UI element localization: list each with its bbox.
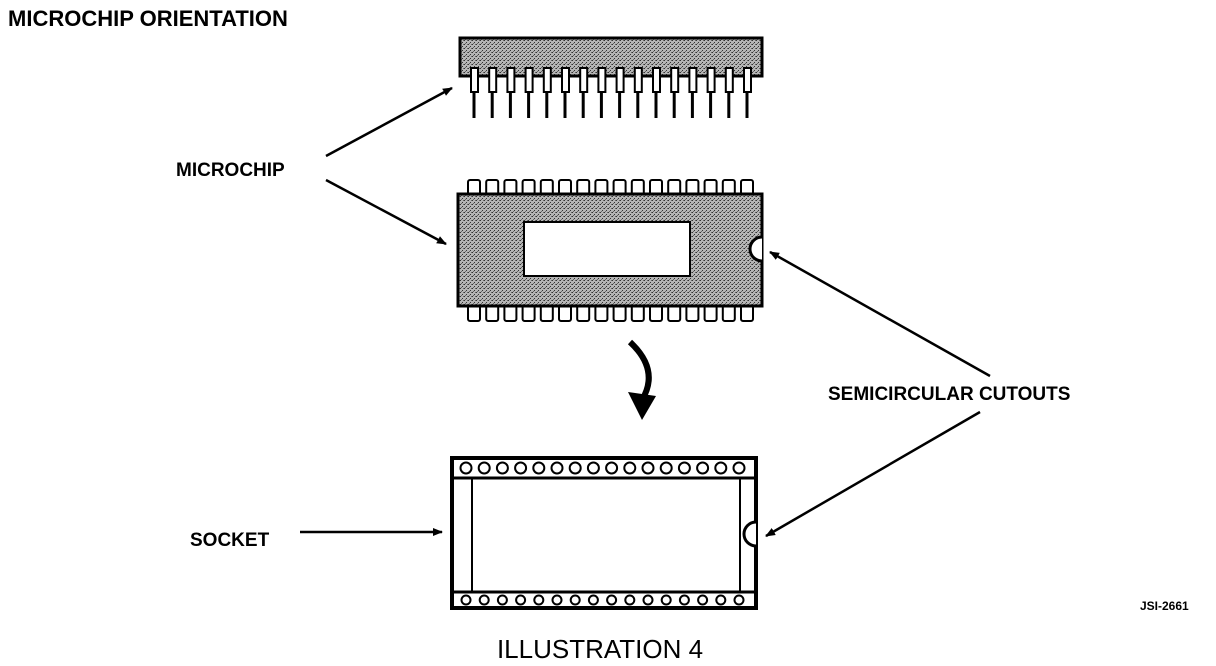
- side-pin: [542, 67, 552, 93]
- socket-holes-bottom: [460, 594, 745, 606]
- microchip-top-view: [456, 179, 764, 322]
- socket-hole: [623, 461, 637, 475]
- socket-hole: [478, 594, 490, 606]
- side-pin: [706, 67, 716, 93]
- socket-hole: [678, 594, 690, 606]
- illustration-caption: ILLUSTRATION 4: [497, 634, 703, 664]
- socket-hole: [732, 461, 746, 475]
- microchip-label: MICROCHIP: [176, 160, 285, 181]
- socket-hole: [495, 461, 509, 475]
- side-pin: [652, 67, 661, 93]
- socket-hole: [605, 461, 619, 475]
- side-pin: [488, 67, 498, 93]
- socket-hole: [733, 594, 745, 606]
- socket-hole: [477, 461, 491, 475]
- socket-holes-top: [459, 461, 746, 475]
- cutout-arrow-chip: [769, 250, 991, 378]
- reference-code: JSI-2661: [1140, 599, 1189, 613]
- socket-hole: [551, 594, 563, 606]
- side-pin: [597, 67, 607, 93]
- side-pin: [470, 67, 479, 93]
- side-pin: [561, 67, 570, 93]
- socket-hole: [641, 461, 655, 475]
- socket-hole: [587, 594, 599, 606]
- socket-hole: [606, 594, 618, 606]
- socket-hole: [568, 461, 582, 475]
- cutout-arrow-socket: [765, 410, 981, 538]
- socket-hole: [532, 461, 546, 475]
- side-pin: [688, 67, 698, 93]
- microchip-side-view: [458, 36, 764, 118]
- socket-hole: [696, 461, 710, 475]
- chip-side-pins: [470, 67, 752, 118]
- socket-hole: [715, 594, 727, 606]
- side-pin: [743, 67, 752, 93]
- chip-top-pins-upper: [467, 179, 754, 197]
- socket-hole: [677, 461, 691, 475]
- chip-label-window: [523, 221, 691, 277]
- socket-frame: [450, 456, 758, 610]
- socket-hole: [460, 594, 472, 606]
- socket-hole: [514, 461, 528, 475]
- socket-hole: [624, 594, 636, 606]
- socket-hole: [569, 594, 581, 606]
- socket-hole: [459, 461, 473, 475]
- socket-hole: [697, 594, 709, 606]
- socket-hole: [515, 594, 527, 606]
- insert-arrow: [627, 339, 656, 420]
- chip-semicircular-cutout: [748, 235, 763, 263]
- socket-label: SOCKET: [190, 530, 270, 551]
- socket-semicircular-cutout: [742, 520, 757, 548]
- side-pin: [615, 67, 625, 93]
- side-pin: [633, 67, 643, 93]
- side-pin: [724, 67, 734, 93]
- socket-hole: [533, 594, 545, 606]
- socket-hole: [660, 594, 672, 606]
- microchip-arrow-side: [325, 86, 453, 158]
- socket-hole: [550, 461, 564, 475]
- side-pin: [506, 67, 516, 93]
- socket-hole: [714, 461, 728, 475]
- side-pin: [524, 67, 534, 93]
- side-pin: [670, 67, 680, 93]
- diagram-title: MICROCHIP ORIENTATION: [8, 6, 288, 31]
- socket: [450, 456, 758, 610]
- chip-side-body: [458, 36, 764, 78]
- microchip-arrow-top: [325, 178, 447, 246]
- socket-hole: [496, 594, 508, 606]
- socket-hole: [586, 461, 600, 475]
- socket-hole: [659, 461, 673, 475]
- socket-hole: [642, 594, 654, 606]
- cutouts-label: SEMICIRCULAR CUTOUTS: [828, 384, 1070, 405]
- side-pin: [579, 67, 589, 93]
